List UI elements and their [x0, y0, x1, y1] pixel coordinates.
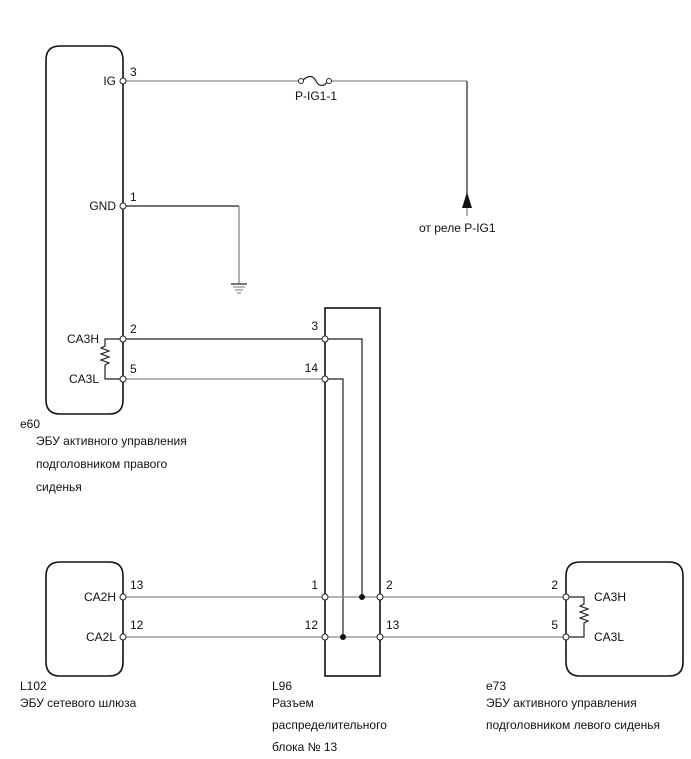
l96-pin-number: 14	[305, 361, 319, 375]
e60-pin-ca3h	[119, 335, 127, 343]
e60-desc-line: сиденья	[36, 480, 82, 494]
e73-pin-number: 2	[551, 578, 558, 592]
fuse-terminal-left	[298, 78, 304, 84]
e73-connector-box	[565, 561, 684, 677]
e73-pin-ca3h	[562, 593, 570, 601]
fuse-icon	[301, 75, 329, 87]
e60-pin-gnd	[119, 202, 127, 210]
e73-desc-line: ЭБУ активного управления	[486, 696, 637, 710]
relay-source-label: от реле P-IG1	[419, 221, 496, 235]
e60-code: e60	[20, 417, 40, 431]
l96-ca3h-internal	[328, 338, 363, 597]
splice-point	[359, 594, 365, 600]
l102-desc-line: ЭБУ сетевого шлюза	[20, 696, 137, 710]
l102-pin-ca2l	[119, 633, 127, 641]
l96-pin-number: 1	[311, 578, 318, 592]
ground-icon	[231, 283, 247, 294]
splice-point	[340, 634, 346, 640]
e60-desc-line: подголовником правого	[36, 457, 167, 471]
l102-pin-number: 12	[130, 618, 144, 632]
e73-pin-name: CA3H	[594, 590, 626, 604]
l102-code: L102	[20, 679, 47, 693]
l96-pin-number: 2	[386, 578, 393, 592]
l102-pin-name: CA2L	[86, 630, 116, 644]
fuse-terminal-right	[326, 78, 332, 84]
l102-pin-number: 13	[130, 578, 144, 592]
l96-pin-1	[321, 593, 329, 601]
l96-pin-3	[321, 335, 329, 343]
e60-resistor-icon	[99, 338, 123, 380]
e73-pin-name: CA3L	[594, 630, 624, 644]
l96-pin-13	[376, 633, 384, 641]
l96-desc-line: Разъем	[272, 696, 314, 710]
e60-pin-name: IG	[103, 74, 116, 88]
e60-pin-name: CA3H	[67, 332, 99, 346]
l96-pin-number: 13	[386, 618, 400, 632]
e73-pin-number: 5	[551, 618, 558, 632]
l96-pin-number: 3	[311, 319, 318, 333]
e73-code: e73	[486, 679, 506, 693]
e60-pin-name: CA3L	[69, 372, 99, 386]
l96-desc-line: блока № 13	[272, 740, 338, 754]
l96-pin-2	[376, 593, 384, 601]
e60-pin-name: GND	[89, 199, 116, 213]
l102-connector-box	[45, 561, 124, 677]
e60-connector-box	[45, 45, 124, 415]
fuse-label: P-IG1-1	[295, 89, 337, 103]
l96-desc-line: распределительного	[272, 718, 387, 732]
l96-pin-14	[321, 375, 329, 383]
e60-pin-number: 2	[130, 322, 137, 336]
l96-pin-number: 12	[305, 618, 319, 632]
l96-pin-12	[321, 633, 329, 641]
e73-pin-ca3l	[562, 633, 570, 641]
e60-pin-ig	[119, 77, 127, 85]
l96-connector-box	[324, 307, 381, 677]
e73-desc-line: подголовником левого сиденья	[486, 718, 660, 732]
l96-ca3l-internal	[328, 378, 344, 637]
l96-code: L96	[272, 679, 292, 693]
e60-pin-ca3l	[119, 375, 127, 383]
e60-pin-number: 5	[130, 362, 137, 376]
l102-pin-ca2h	[119, 593, 127, 601]
e60-pin-number: 1	[130, 190, 137, 204]
l102-pin-name: CA2H	[84, 590, 116, 604]
e60-pin-number: 3	[130, 65, 137, 79]
e73-resistor-icon	[566, 596, 590, 638]
arrow-up-icon	[462, 192, 472, 208]
e60-desc-line: ЭБУ активного управления	[36, 434, 187, 448]
